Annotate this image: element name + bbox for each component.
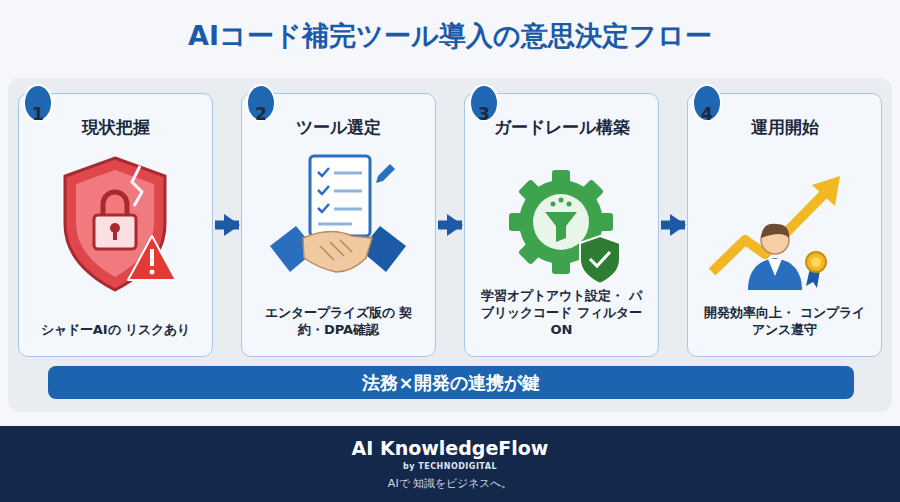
medal-icon (811, 257, 821, 267)
gear-filter-icon (551, 202, 556, 207)
step-number: 4 (692, 84, 722, 122)
panel (8, 78, 892, 412)
step-heading: 現状把握 (74, 116, 158, 139)
step-card: ツール選定エンタープライズ版の 契約・DPA確認 2 (241, 93, 436, 357)
diagram-title: AIコード補完ツール導入の意思決定フロー (0, 18, 900, 54)
broken-shield-icon (132, 166, 142, 206)
step-card: ガードレール構築学習オプトアウト設定・ パブリックコード フィルターON 3 (464, 93, 659, 357)
step-heading: 運用開始 (743, 116, 827, 139)
gear-filter-icon (559, 198, 564, 203)
step-number-label: 4 (693, 104, 721, 124)
check-shield-icon (580, 236, 620, 284)
person-icon (748, 224, 802, 290)
gear-filter-icon (545, 212, 577, 242)
flow-arrow (215, 221, 239, 230)
banner-text: 法務×開発の連携が鍵 (362, 371, 539, 395)
brand-byline: by TECHNODIGITAL (403, 462, 497, 471)
step-number-label: 3 (470, 104, 498, 124)
card-fill (687, 93, 882, 357)
handshake-icon (303, 231, 372, 272)
warning-symbol (150, 270, 155, 275)
contract-document-icon (310, 156, 370, 236)
person-icon (768, 259, 782, 276)
lock-icon (103, 192, 127, 216)
medal-icon (806, 252, 826, 272)
handshake-icon (270, 226, 406, 272)
step-card: 現状把握シャドーAIの リスクあり 1 (18, 93, 213, 357)
flow-arrow (661, 221, 685, 230)
contract-document-icon (318, 173, 362, 224)
warning-symbol (128, 236, 176, 280)
medal-icon (806, 252, 826, 288)
step-description: エンタープライズ版の 契約・DPA確認 (242, 304, 435, 356)
lock-icon (94, 192, 136, 249)
step-description: シャドーAIの リスクあり (29, 321, 202, 356)
brand-slogan: AIで 知識をビジネスへ。 (388, 476, 512, 491)
warning-symbol (150, 249, 154, 266)
gear-filter-icon (567, 202, 572, 207)
step-heading: ツール選定 (288, 116, 389, 139)
card-fill (241, 93, 436, 357)
contract-document-icon (310, 156, 395, 236)
lock-icon (113, 230, 117, 240)
step-number: 3 (469, 84, 499, 122)
step-description: 学習オプトアウト設定・ パブリックコード フィルターON (465, 287, 658, 356)
brand-name: AI KnowledgeFlow (352, 437, 549, 459)
key-banner: 法務×開発の連携が鍵 (48, 366, 854, 399)
step-number-label: 1 (24, 104, 52, 124)
handshake-icon (320, 240, 352, 260)
shape (65, 156, 840, 290)
step-number-label: 2 (247, 104, 275, 124)
card-fill (18, 93, 213, 357)
lock-icon (94, 215, 136, 249)
step-description: 開発効率向上・ コンプライアンス遵守 (688, 304, 881, 356)
warning-symbol (128, 236, 176, 280)
growth-arrow-icon (812, 176, 840, 206)
person-icon (748, 258, 802, 290)
card-fill (18, 93, 882, 357)
step-number: 2 (246, 84, 276, 122)
step-number: 1 (23, 84, 53, 122)
growth-arrow-icon (712, 176, 840, 272)
panel (8, 78, 892, 412)
person-icon (761, 224, 789, 238)
brand-footer: AI KnowledgeFlow by TECHNODIGITAL AIで 知識をビ… (0, 426, 900, 502)
step-heading: ガードレール構築 (486, 116, 638, 139)
check-shield-icon (580, 236, 620, 284)
check-shield-icon (590, 252, 610, 266)
step-card: 運用開始開発効率向上・ コンプライアンス遵守 4 (687, 93, 882, 357)
card-fill (464, 93, 659, 357)
contract-document-icon (318, 168, 329, 212)
contract-document-icon (376, 164, 395, 183)
flow-arrow (438, 221, 462, 230)
gear-filter-icon (533, 194, 589, 250)
